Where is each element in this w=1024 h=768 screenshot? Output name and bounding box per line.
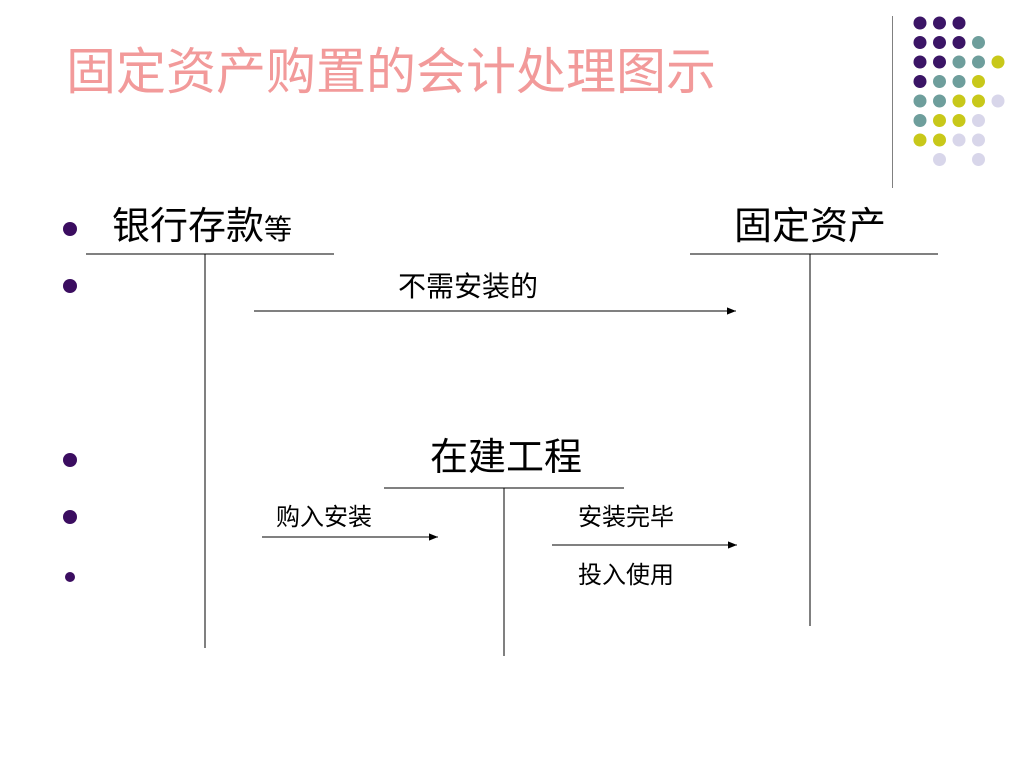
decorative-dot (933, 133, 946, 147)
decorative-dot (913, 36, 927, 49)
bullet-4 (63, 510, 77, 524)
decorative-dot (933, 36, 946, 49)
decorative-dot (972, 36, 985, 49)
bullet-1 (63, 222, 77, 236)
bullet-2 (63, 279, 77, 293)
decorative-dot (913, 114, 927, 127)
decorative-dot (913, 55, 927, 69)
decorative-dot (933, 153, 946, 166)
decorative-dot (972, 94, 985, 108)
decorative-dot (991, 94, 1005, 108)
decorative-dot (972, 114, 985, 127)
decorative-dot (952, 75, 966, 88)
decorative-dot (972, 133, 985, 147)
decorative-dot (933, 16, 946, 30)
bullet-5 (65, 572, 75, 582)
account-bank-deposits: 银行存款等 (112, 203, 292, 249)
account-bank-main: 银行存款 (112, 204, 265, 248)
decorative-dot-grid (913, 16, 1005, 166)
decorative-dot (972, 55, 985, 69)
decorative-dot (952, 114, 966, 127)
decorative-dot (933, 55, 946, 69)
decorative-dot (952, 94, 966, 108)
decorative-dot (933, 114, 946, 127)
decorative-dot (913, 94, 927, 108)
decorative-dot (913, 16, 927, 30)
decorative-dot (991, 55, 1005, 69)
decorative-dot (952, 16, 966, 30)
account-fixed-assets: 固定资产 (734, 204, 887, 248)
decorative-dot (913, 133, 927, 147)
decorative-dot (972, 153, 985, 166)
decorative-dot (933, 94, 946, 108)
arrow-label-purchase-install: 购入安装 (276, 503, 372, 531)
decorative-dot (952, 36, 966, 49)
decorative-dot (952, 55, 966, 69)
account-construction-in-progress: 在建工程 (430, 435, 583, 479)
arrow-label-put-into-use: 投入使用 (578, 561, 674, 589)
arrow-label-no-install: 不需安装的 (398, 270, 539, 303)
account-bank-suffix: 等 (264, 213, 293, 246)
decorative-dot (913, 75, 927, 88)
decorative-dot (933, 75, 946, 88)
decorative-dot (972, 75, 985, 88)
slide-title: 固定资产购置的会计处理图示 (66, 43, 716, 101)
decorative-divider (892, 16, 893, 188)
bullet-3 (63, 453, 77, 467)
decorative-dot (952, 133, 966, 147)
arrow-label-install-complete: 安装完毕 (578, 503, 674, 531)
